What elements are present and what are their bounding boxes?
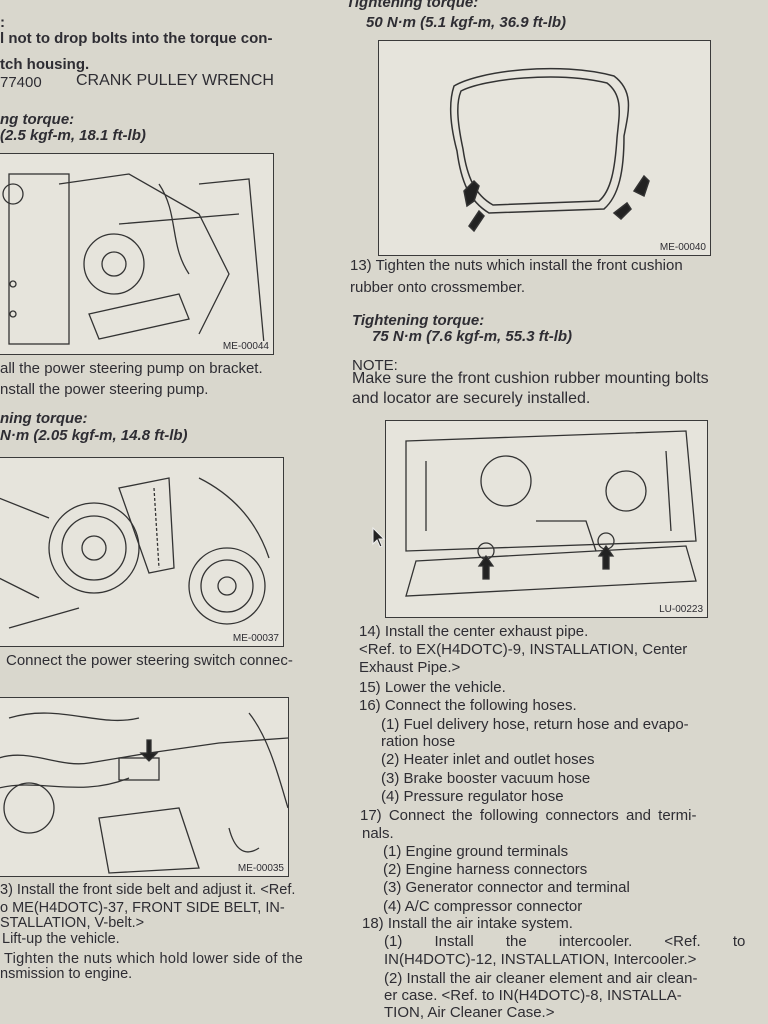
- note-text: and locator are securely installed.: [352, 390, 591, 407]
- step-subitem: er case. <Ref. to IN(H4DOTC)-8, INSTALLA…: [384, 987, 682, 1004]
- step-text: nstall the power steering pump.: [0, 381, 209, 398]
- figure-id: ME-00040: [659, 242, 706, 253]
- step-subitem: IN(H4DOTC)-12, INSTALLATION, Intercooler…: [384, 951, 697, 968]
- step-text: <Ref. to EX(H4DOTC)-9, INSTALLATION, Cen…: [359, 641, 688, 658]
- note-text: Make sure the front cushion rubber mount…: [352, 370, 709, 387]
- figure-id: LU-00223: [659, 604, 703, 615]
- step-text: rubber onto crossmember.: [350, 279, 526, 296]
- step-text: Connect the power steering switch connec…: [6, 652, 293, 669]
- torque-value: 50 N·m (5.1 kgf-m, 36.9 ft-lb): [366, 14, 567, 31]
- note-heading-fragment: :: [0, 14, 5, 31]
- torque-value: 75 N·m (7.6 kgf-m, 55.3 ft-lb): [372, 328, 573, 345]
- note-text: tch housing.: [0, 56, 90, 73]
- torque-heading: ning torque:: [0, 410, 88, 427]
- note-heading: NOTE:: [352, 357, 398, 374]
- step-subitem: (2) Install the air cleaner element and …: [384, 970, 698, 987]
- step-text: nsmission to engine.: [0, 966, 133, 982]
- figure-id: ME-00044: [222, 341, 269, 352]
- step-text: 13) Tighten the nuts which install the f…: [350, 257, 683, 274]
- step-text: 14) Install the center exhaust pipe.: [359, 623, 589, 640]
- torque-value: (2.5 kgf-m, 18.1 ft-lb): [0, 127, 146, 144]
- figure-crank-pulley: ME-00044: [0, 153, 274, 355]
- step-subitem: (4) Pressure regulator hose: [381, 788, 564, 805]
- figure-power-steering-pump: ME-00037: [0, 457, 284, 647]
- step-subitem: (2) Engine harness connectors: [383, 861, 588, 878]
- note-text: l not to drop bolts into the torque con-: [0, 30, 273, 47]
- step-text: 15) Lower the vehicle.: [359, 679, 506, 696]
- step-text: 17) Connect the following connectors and…: [360, 807, 697, 824]
- step-subitem: (1) Fuel delivery hose, return hose and …: [381, 716, 689, 733]
- tool-number: 77400: [0, 74, 42, 91]
- tool-name: CRANK PULLEY WRENCH: [76, 72, 274, 89]
- step-text: all the power steering pump on bracket.: [0, 360, 263, 377]
- step-text: 16) Connect the following hoses.: [359, 697, 577, 714]
- step-text: 18) Install the air intake system.: [362, 915, 573, 932]
- step-subitem: (2) Heater inlet and outlet hoses: [381, 751, 595, 768]
- mouse-pointer-icon: [372, 527, 386, 548]
- step-text: 3) Install the front side belt and adjus…: [0, 882, 296, 898]
- figure-front-cushion-rubber: LU-00223: [385, 420, 708, 618]
- step-text: Lift-up the vehicle.: [2, 931, 120, 947]
- step-text: STALLATION, V-belt.>: [0, 915, 145, 931]
- torque-heading: Tightening torque:: [346, 0, 479, 11]
- step-subitem: (3) Brake booster vacuum hose: [381, 770, 591, 787]
- figure-torque-converter-housing: ME-00040: [378, 40, 711, 256]
- torque-value: N·m (2.05 kgf-m, 14.8 ft-lb): [0, 427, 188, 444]
- step-subitem: ration hose: [381, 733, 456, 750]
- figure-power-steering-switch: ME-00035: [0, 697, 289, 877]
- step-text: Exhaust Pipe.>: [359, 659, 461, 676]
- step-subitem: (3) Generator connector and terminal: [383, 879, 630, 896]
- figure-id: ME-00037: [232, 633, 279, 644]
- step-text: Tighten the nuts which hold lower side o…: [4, 951, 304, 967]
- figure-id: ME-00035: [237, 863, 284, 874]
- step-subitem: (4) A/C compressor connector: [383, 898, 583, 915]
- step-text: o ME(H4DOTC)-37, FRONT SIDE BELT, IN-: [0, 900, 285, 916]
- step-text: nals.: [362, 825, 394, 842]
- torque-heading: Tightening torque:: [352, 312, 485, 329]
- step-subitem: (1) Install the intercooler. <Ref. to: [384, 933, 746, 950]
- torque-heading: ng torque:: [0, 111, 75, 128]
- step-subitem: (1) Engine ground terminals: [383, 843, 569, 860]
- step-subitem: TION, Air Cleaner Case.>: [384, 1004, 555, 1021]
